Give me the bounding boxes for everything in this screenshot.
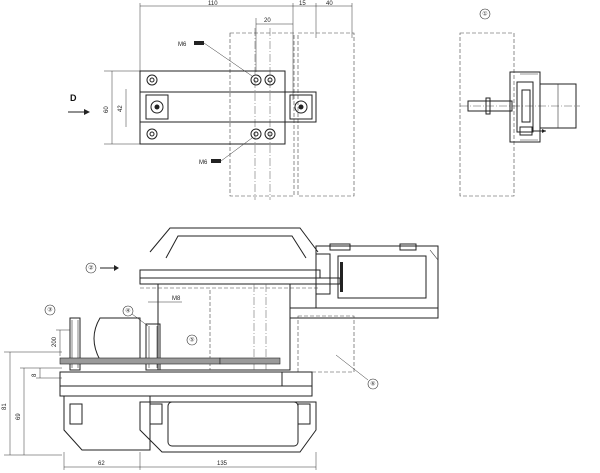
thread-m8-label: M8 [172,296,181,302]
dim-20-label: 20 [264,18,271,24]
view-arrow-icon [84,109,90,115]
dim-8-label: 8 [32,373,38,377]
screw-head-icon [250,128,262,140]
workpiece [93,317,141,361]
screw-head-icon [267,77,273,83]
balloon-6 [367,378,379,390]
hidden-slot-outline [459,32,515,197]
side-shaft-collar [485,97,491,115]
dim-40-label: 40 [326,1,333,7]
drive-block [337,255,427,299]
drive-detail [429,249,439,261]
lower-block [297,403,311,425]
screw-head-icon [250,74,262,86]
thread-m6-top-label: M6 [178,42,187,48]
lower-recess [167,401,299,447]
balloon-5-label: ⑤ [189,337,194,344]
dim-42-label: 42 [118,105,124,112]
screw-head-icon [146,128,158,140]
hatched-plate [219,357,281,365]
clamp-plate [139,70,286,145]
dim-135-label: 135 [217,461,228,467]
drive-cap [329,243,351,251]
dim-60-label: 60 [104,106,110,113]
clamp-end-block [289,94,313,120]
balloon-6-label: ⑥ [370,381,375,388]
screw-head-icon [146,74,158,86]
drive-cap [399,243,417,251]
screw-head-icon [154,104,160,110]
screw-head-icon [264,128,276,140]
lower-housing-left [63,396,151,451]
balloon-3 [44,304,56,316]
clamp-end-block [145,94,169,120]
bolt-stud [69,317,81,371]
side-bolt [519,126,533,136]
lower-block [69,403,83,425]
leader-line [203,42,253,77]
leader-line [335,354,369,381]
dim-15-label: 15 [299,1,306,7]
dim-110-label: 110 [208,1,218,7]
balloon-1 [479,8,491,20]
balloon-4 [122,305,134,317]
side-view: ① [459,8,580,197]
screw-head-icon [267,131,273,137]
lower-housing [139,401,317,453]
leader-line [220,137,253,162]
hatched-plate [59,357,221,365]
top-plate [139,269,321,279]
thread-m6-bottom-label: M6 [199,160,208,166]
dim-200-label: 200 [52,336,58,347]
view-letter-d: D [70,93,77,103]
view-arrow-icon [114,265,119,271]
screw-head-icon [253,131,259,137]
dim-81-label: 81 [2,403,8,410]
screw-head-icon [253,77,259,83]
balloon-3-label: ③ [47,307,52,314]
top-plate [139,277,341,285]
base-plate [59,371,283,387]
bolt-icon [211,159,221,163]
base-plate-end [281,371,313,387]
balloon-2-label: ② [88,265,93,272]
screw-head-icon [149,77,155,83]
hidden-slot-outline [297,32,355,197]
center-body [157,283,291,371]
hidden-slot-outline [229,32,295,197]
hidden-part-6 [297,315,355,373]
clamp-bar [139,91,317,123]
base-rail [289,307,439,319]
drive-pin [340,262,343,292]
dim-69-label: 69 [16,413,22,420]
top-view: 110 20 15 40 60 42 [68,1,355,200]
screw-head-icon [150,100,164,114]
drive-housing [315,245,439,309]
balloon-5 [186,334,198,346]
balloon-4-label: ④ [125,308,130,315]
side-inner-block [516,81,534,133]
screw-heads [146,74,308,140]
dim-62-label: 62 [98,461,105,467]
lower-block [149,403,163,425]
bolt-icon [194,41,204,45]
screw-head-icon [149,131,155,137]
front-view: ② ⑥ ⑤ M8 ④ [2,227,439,470]
screw-head-icon [264,74,276,86]
screw-head-icon [294,100,308,114]
drive-clamp [315,253,331,295]
side-clamp [521,89,531,123]
balloon-2 [85,262,97,274]
balloon-1-label: ① [482,11,487,18]
base-plate-lower [59,385,313,397]
side-arrow-icon [542,129,546,133]
handle-frame-inner [165,235,307,259]
handle-frame [149,227,319,253]
bolt-m8 [145,323,161,371]
screw-head-icon [298,104,304,110]
